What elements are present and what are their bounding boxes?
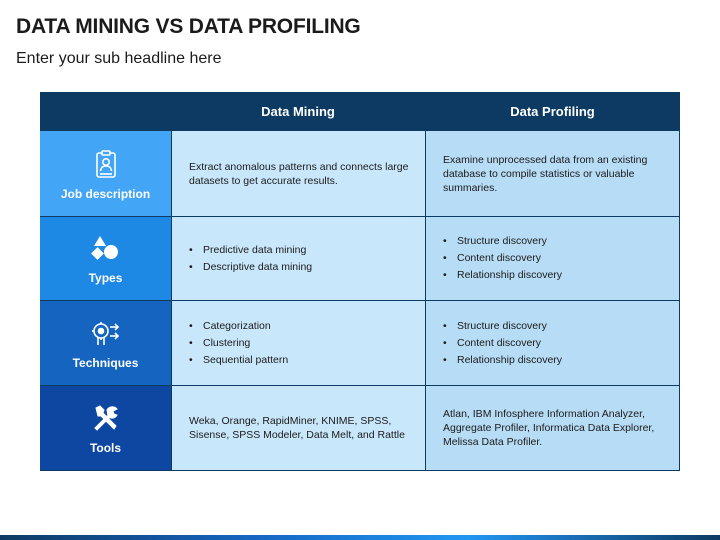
mining-tools: Weka, Orange, RapidMiner, KNIME, SPSS, S… xyxy=(171,385,425,471)
list-item: Content discovery xyxy=(443,336,668,350)
list-item: Clustering xyxy=(189,336,413,350)
profiling-tools: Atlan, IBM Infosphere Information Analyz… xyxy=(425,385,680,471)
row-label-text: Types xyxy=(88,271,123,285)
shapes-icon xyxy=(89,231,123,265)
mining-tools-text: Weka, Orange, RapidMiner, KNIME, SPSS, S… xyxy=(189,415,405,441)
page-subtitle: Enter your sub headline here xyxy=(16,50,222,67)
column-divider xyxy=(425,92,426,471)
list-item: Predictive data mining xyxy=(189,243,413,257)
row-divider xyxy=(40,470,680,471)
page-title: DATA MINING VS DATA PROFILING xyxy=(16,15,361,38)
row-label-types: Types xyxy=(40,216,171,300)
brain-gear-icon xyxy=(89,316,123,350)
column-divider xyxy=(171,92,172,471)
row-label-job-description: Job description xyxy=(40,131,171,216)
row-label-techniques: Techniques xyxy=(40,300,171,385)
header-data-profiling: Data Profiling xyxy=(425,92,680,131)
profiling-techniques: Structure discovery Content discovery Re… xyxy=(425,300,680,385)
row-divider xyxy=(40,385,680,386)
row-label-tools: Tools xyxy=(40,385,171,471)
list-item: Descriptive data mining xyxy=(189,260,413,274)
mining-techniques: Categorization Clustering Sequential pat… xyxy=(171,300,425,385)
header-data-mining: Data Mining xyxy=(171,92,425,131)
list-item: Relationship discovery xyxy=(443,353,668,367)
list-item: Structure discovery xyxy=(443,234,668,248)
profiling-job-text: Examine unprocessed data from an existin… xyxy=(443,153,648,194)
row-label-text: Tools xyxy=(89,441,122,455)
row-divider xyxy=(40,300,680,301)
profiling-types: Structure discovery Content discovery Re… xyxy=(425,216,680,300)
row-label-text: Job description xyxy=(60,186,151,201)
list-item: Sequential pattern xyxy=(189,353,413,367)
profiling-tools-text: Atlan, IBM Infosphere Information Analyz… xyxy=(443,408,655,448)
list-item: Content discovery xyxy=(443,251,668,265)
comparison-table: Data Mining Data Profiling Job descripti… xyxy=(40,92,680,471)
list-item: Structure discovery xyxy=(443,319,668,333)
list-item: Categorization xyxy=(189,319,413,333)
mining-job-description: Extract anomalous patterns and connects … xyxy=(171,131,425,216)
header-corner xyxy=(40,92,171,131)
row-divider xyxy=(40,216,680,217)
mining-job-text: Extract anomalous patterns and connects … xyxy=(189,160,409,187)
list-item: Relationship discovery xyxy=(443,268,668,282)
clipboard-person-icon xyxy=(89,147,123,181)
profiling-job-description: Examine unprocessed data from an existin… xyxy=(425,131,680,216)
tools-icon xyxy=(89,401,123,435)
row-label-text: Techniques xyxy=(72,355,139,370)
column-divider xyxy=(679,92,680,471)
mining-types: Predictive data mining Descriptive data … xyxy=(171,216,425,300)
footer-accent-bar xyxy=(0,535,720,540)
